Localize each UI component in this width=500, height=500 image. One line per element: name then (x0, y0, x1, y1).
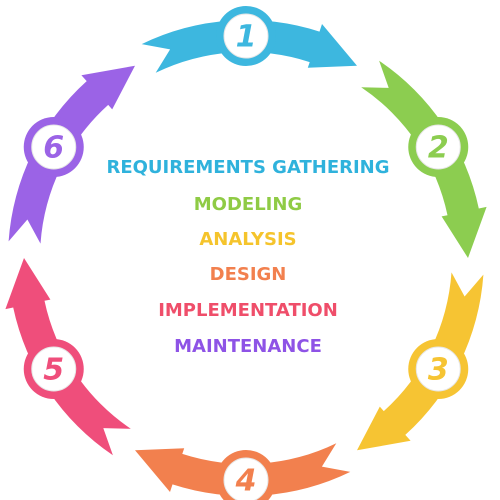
cycle-segment-3 (357, 272, 484, 451)
stage-number: 6 (43, 131, 64, 166)
stage-number: 1 (236, 20, 257, 55)
stage-badge-3: 3 (408, 339, 469, 399)
stage-badge-4: 4 (216, 450, 276, 500)
stage-badge-face (223, 13, 269, 59)
stage-badge-face (415, 346, 461, 392)
stage-number: 5 (43, 353, 64, 388)
stage-badge-1: 1 (216, 6, 276, 66)
phase-list: REQUIREMENTS GATHERING MODELING ANALYSIS… (106, 157, 389, 357)
stage-badge-face (31, 346, 77, 392)
cycle-ring (5, 19, 487, 497)
cycle-segment-2 (361, 60, 487, 259)
stage-badge-6: 6 (23, 117, 84, 177)
stage-number: 2 (428, 131, 449, 166)
stage-badge-face (415, 124, 461, 170)
stage-badge-2: 2 (408, 117, 469, 177)
phase-design: DESIGN (210, 264, 287, 285)
stage-number: 4 (235, 464, 257, 499)
stage-badge-5: 5 (23, 339, 84, 399)
stage-badge-face (223, 457, 269, 500)
cycle-segment-5 (5, 258, 131, 456)
phase-modeling: MODELING (194, 194, 302, 215)
phase-analysis: ANALYSIS (199, 229, 296, 250)
stage-number: 3 (428, 353, 449, 388)
stage-badge-face (31, 124, 77, 170)
phase-maintenance: MAINTENANCE (174, 336, 322, 357)
cycle-segment-6 (8, 65, 136, 244)
stage-badges: 1 2 3 4 5 6 (23, 6, 469, 500)
phase-implementation: IMPLEMENTATION (158, 300, 338, 321)
phase-requirements-gathering: REQUIREMENTS GATHERING (106, 157, 389, 178)
